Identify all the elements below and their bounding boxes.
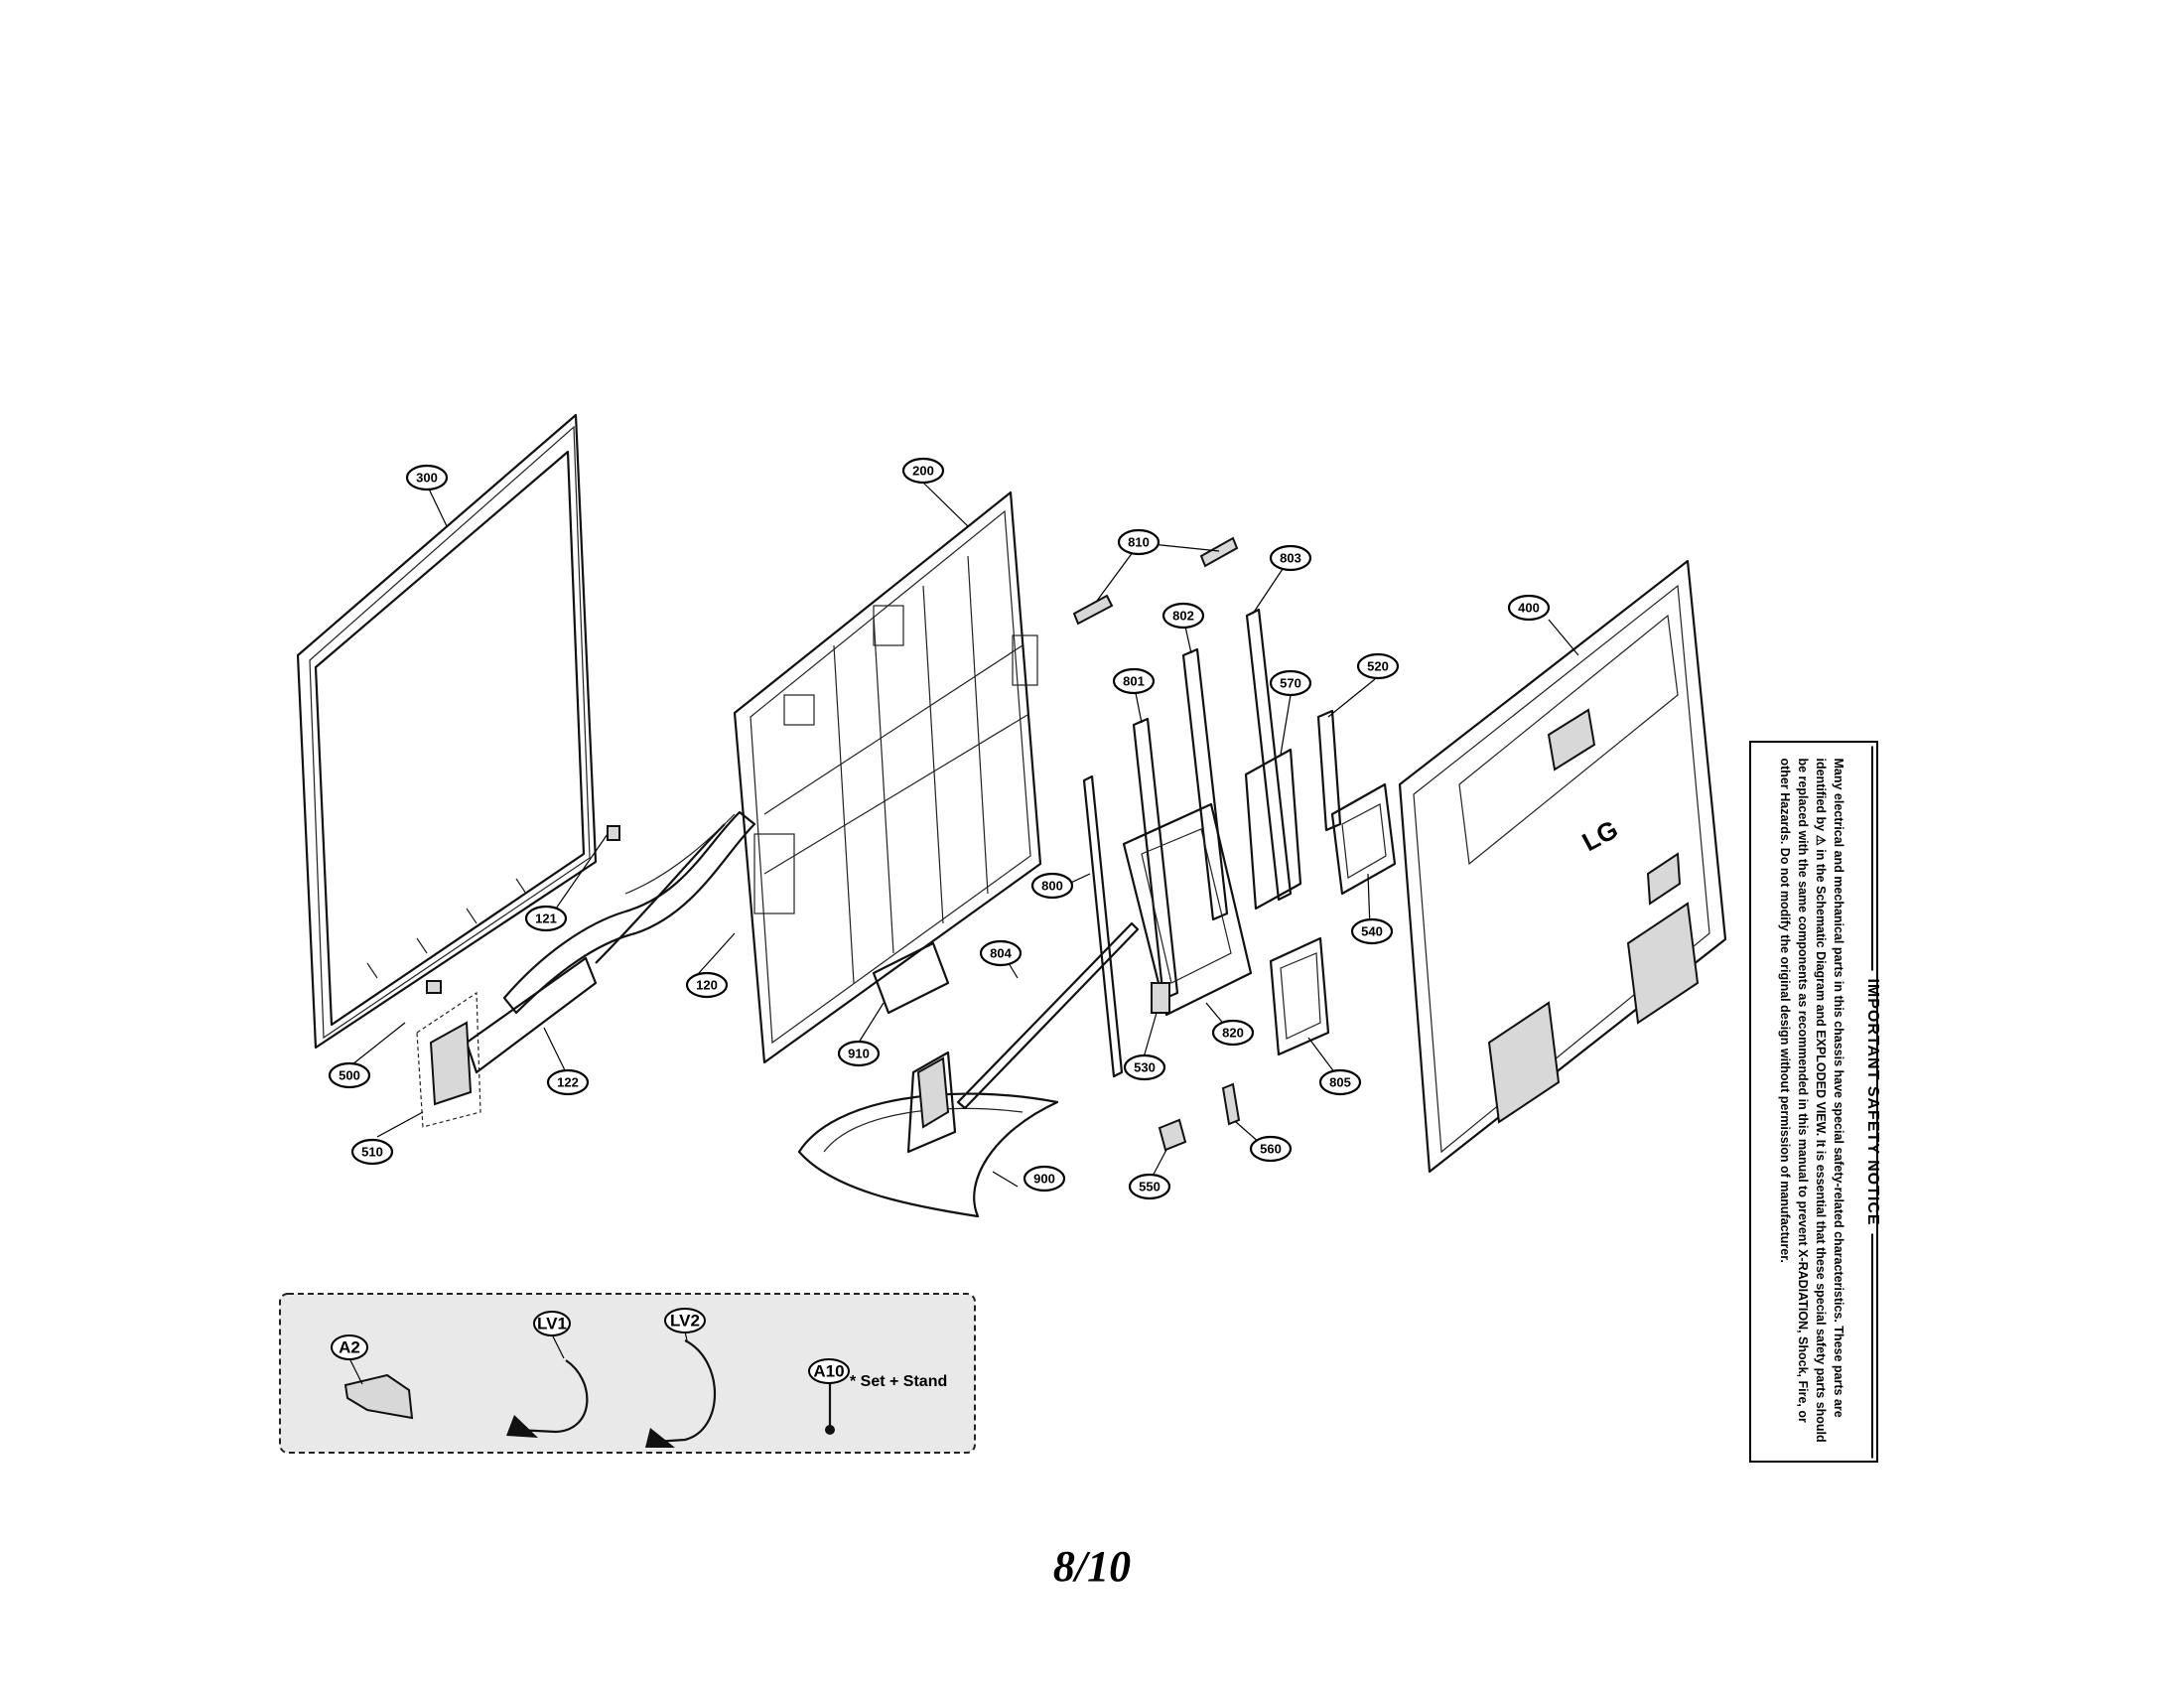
bracket-805 bbox=[1269, 936, 1339, 1078]
callout-801: 801 bbox=[1112, 667, 1156, 695]
brackets-801-802-803 bbox=[1132, 562, 1293, 1001]
callout-122: 122 bbox=[546, 1068, 590, 1096]
back-cover-400 bbox=[1398, 559, 1727, 1174]
callout-800: 800 bbox=[1030, 872, 1074, 900]
svg-text:400: 400 bbox=[1518, 601, 1540, 616]
callout-520: 520 bbox=[1356, 652, 1400, 680]
callout-400: 400 bbox=[1507, 594, 1551, 622]
svg-text:A10: A10 bbox=[813, 1362, 844, 1381]
svg-text:540: 540 bbox=[1361, 924, 1383, 939]
svg-text:200: 200 bbox=[912, 464, 934, 479]
svg-text:520: 520 bbox=[1367, 659, 1389, 674]
page-number: 8/10 bbox=[1052, 1542, 1132, 1591]
a10-note: * Set + Stand bbox=[850, 1373, 947, 1390]
callout-803: 803 bbox=[1269, 544, 1312, 572]
accessory-a2: A2 bbox=[331, 1334, 414, 1420]
safety-notice-title: IMPORTANT SAFETY NOTICE bbox=[1863, 746, 1881, 1459]
board-570 bbox=[1244, 694, 1302, 911]
callout-300: 300 bbox=[405, 464, 449, 491]
callout-910: 910 bbox=[837, 1040, 881, 1067]
callout-120: 120 bbox=[685, 971, 729, 999]
accessory-lv2: LV2 bbox=[645, 1308, 716, 1448]
lg-logo: LG bbox=[1577, 814, 1623, 857]
side-board-520-540 bbox=[1316, 678, 1397, 929]
svg-text:570: 570 bbox=[1280, 676, 1301, 691]
callout-510: 510 bbox=[350, 1138, 394, 1166]
cable-harness-120-122 bbox=[351, 810, 756, 1074]
bracket-910 bbox=[858, 941, 950, 1044]
front-bezel-300 bbox=[296, 413, 598, 1050]
svg-text:LV2: LV2 bbox=[670, 1312, 700, 1331]
svg-text:510: 510 bbox=[361, 1145, 383, 1160]
svg-text:805: 805 bbox=[1329, 1075, 1351, 1090]
parts-550-560 bbox=[1149, 1082, 1262, 1183]
callout-570: 570 bbox=[1269, 669, 1312, 697]
svg-text:A2: A2 bbox=[339, 1338, 360, 1357]
callout-805: 805 bbox=[1318, 1068, 1362, 1096]
svg-text:120: 120 bbox=[696, 978, 718, 993]
svg-text:803: 803 bbox=[1280, 551, 1301, 566]
callout-804: 804 bbox=[979, 939, 1023, 967]
safety-notice-body: Many electrical and mechanical parts in … bbox=[1778, 758, 1845, 1443]
svg-text:802: 802 bbox=[1172, 609, 1194, 624]
callout-500: 500 bbox=[328, 1061, 371, 1089]
callout-560: 560 bbox=[1249, 1135, 1293, 1163]
svg-text:122: 122 bbox=[557, 1075, 579, 1090]
callout-121: 121 bbox=[524, 905, 568, 932]
callout-900: 900 bbox=[1023, 1165, 1066, 1193]
main-board-820 bbox=[1122, 802, 1253, 1034]
callout-530: 530 bbox=[1123, 1053, 1166, 1081]
svg-text:804: 804 bbox=[990, 946, 1012, 961]
callout-550: 550 bbox=[1128, 1173, 1171, 1200]
part-510 bbox=[376, 991, 481, 1138]
svg-text:560: 560 bbox=[1260, 1142, 1282, 1157]
svg-text:910: 910 bbox=[848, 1047, 870, 1061]
callout-802: 802 bbox=[1161, 602, 1205, 630]
part-530 bbox=[1141, 982, 1170, 1065]
svg-text:900: 900 bbox=[1033, 1172, 1055, 1187]
svg-text:820: 820 bbox=[1222, 1026, 1244, 1041]
svg-text:530: 530 bbox=[1134, 1060, 1156, 1075]
safety-notice-box: IMPORTANT SAFETY NOTICE Many electrical … bbox=[1749, 741, 1881, 1463]
svg-text:LV1: LV1 bbox=[537, 1315, 567, 1333]
callout-810: 810 bbox=[1117, 528, 1160, 556]
chassis-frame-200 bbox=[733, 482, 1042, 1064]
svg-text:550: 550 bbox=[1139, 1180, 1160, 1194]
svg-text:121: 121 bbox=[535, 912, 557, 926]
stand-900 bbox=[797, 1051, 1059, 1218]
accessory-a10: A10 * Set + Stand bbox=[808, 1358, 947, 1435]
svg-text:801: 801 bbox=[1123, 674, 1145, 689]
callout-820: 820 bbox=[1211, 1019, 1255, 1047]
callout-200: 200 bbox=[901, 457, 945, 485]
svg-text:500: 500 bbox=[339, 1068, 360, 1083]
clips-810 bbox=[1072, 536, 1239, 626]
callout-540: 540 bbox=[1350, 917, 1394, 945]
accessory-lv1: LV1 bbox=[506, 1311, 589, 1438]
svg-text:810: 810 bbox=[1128, 535, 1150, 550]
accessories-box: A2 LV1 LV2 A10 * Set + Stand bbox=[279, 1293, 976, 1454]
svg-text:300: 300 bbox=[416, 471, 438, 486]
strips-800-804 bbox=[956, 774, 1140, 1110]
svg-text:800: 800 bbox=[1041, 879, 1063, 894]
